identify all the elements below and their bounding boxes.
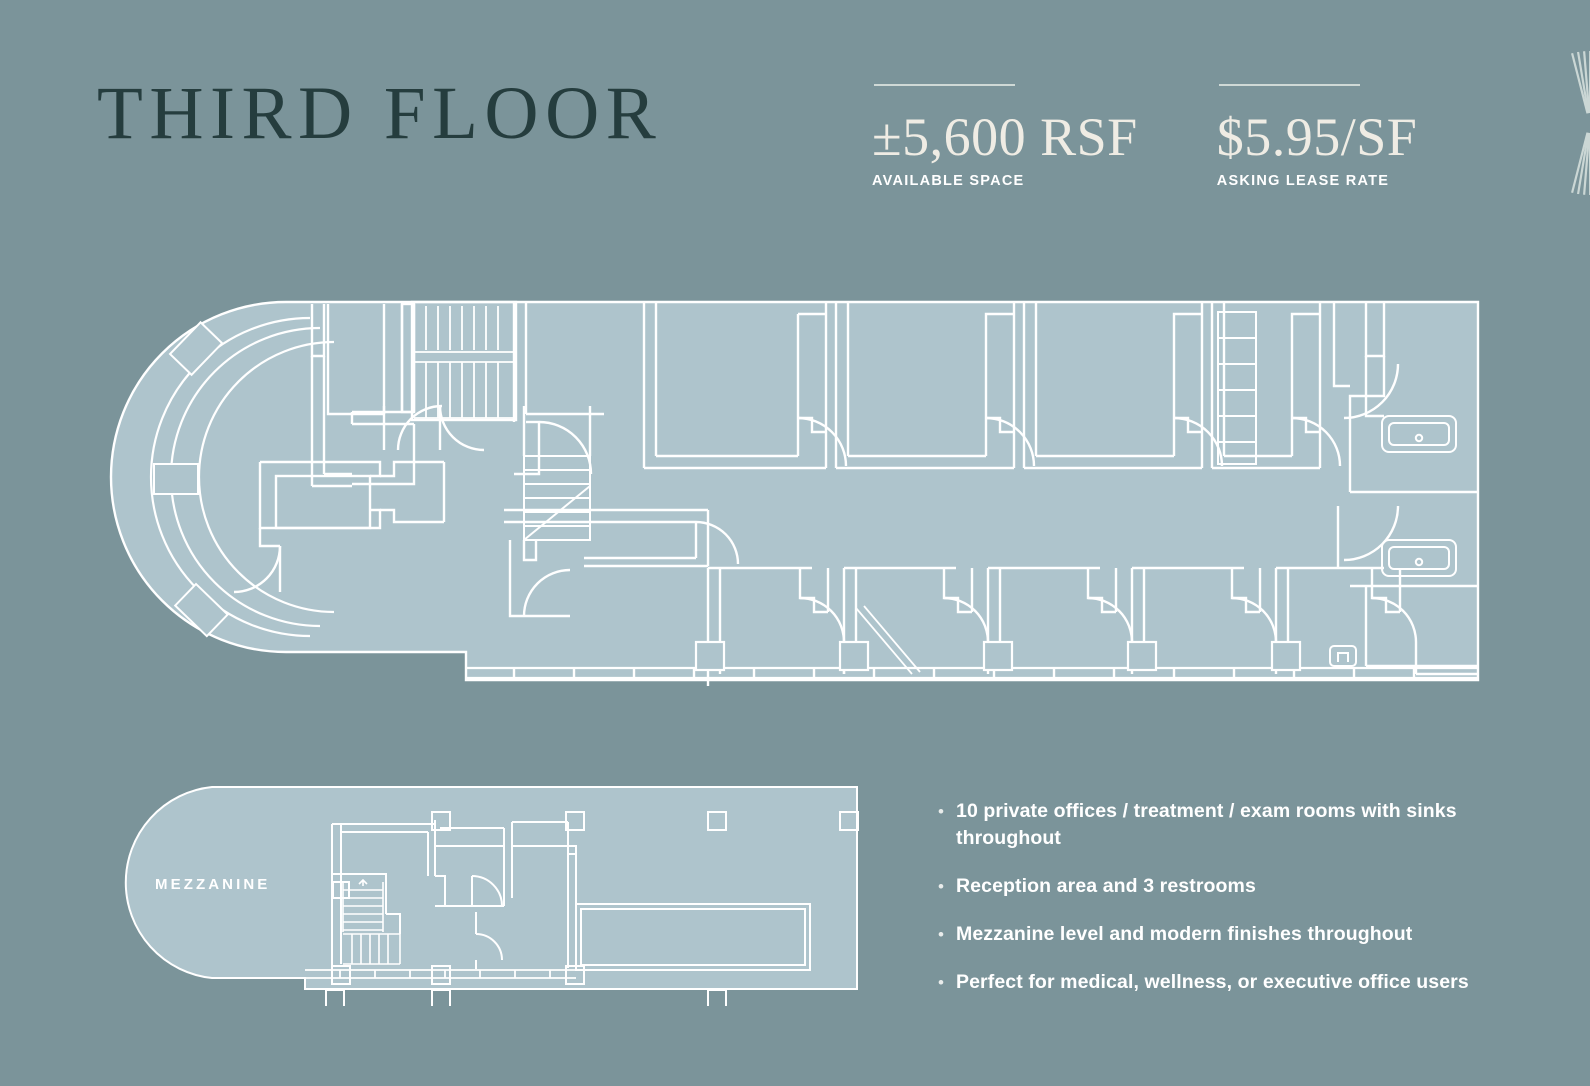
stat-rule [874, 84, 1015, 86]
feature-text: Mezzanine level and modern finishes thro… [956, 923, 1413, 945]
feature-text: 10 private offices / treatment / exam ro… [956, 800, 1457, 849]
mezz-open-area [575, 903, 811, 971]
list-item: • Reception area and 3 restrooms [938, 873, 1498, 900]
curtain-wall-mullions [153, 320, 230, 638]
stat-asking-lease-rate: $5.95/SF ASKING LEASE RATE [1217, 84, 1418, 189]
sunburst-icon [1571, 50, 1590, 196]
stat-rule [1218, 84, 1360, 86]
mezz-walls [331, 820, 577, 972]
stat-available-space: ±5,600 RSF AVAILABLE SPACE [872, 84, 1138, 189]
feature-list: • 10 private offices / treatment / exam … [938, 798, 1498, 996]
stat-label: ASKING LEASE RATE [1216, 173, 1390, 189]
feature-text: Perfect for medical, wellness, or execut… [956, 971, 1469, 993]
mezzanine-label: MEZZANINE [155, 876, 271, 893]
plan-interior-walls [310, 300, 1342, 488]
bottom-curtain-wall [466, 666, 1478, 680]
list-item: • Mezzanine level and modern finishes th… [938, 921, 1498, 948]
feature-text: Reception area and 3 restrooms [956, 875, 1256, 897]
third-floor-plan [109, 300, 1480, 686]
bullet-icon: • [938, 877, 944, 896]
reception-area [233, 404, 592, 618]
list-item: • Perfect for medical, wellness, or exec… [938, 969, 1498, 996]
stats-row: ±5,600 RSF AVAILABLE SPACE $5.95/SF ASKI… [872, 84, 1417, 189]
bullet-icon: • [938, 973, 944, 992]
restroom-block [1332, 302, 1478, 588]
stat-value: ±5,600 RSF [872, 107, 1138, 167]
stat-label: AVAILABLE SPACE [872, 173, 1025, 189]
bullet-icon: • [938, 925, 944, 944]
bottom-sink-fixture [1329, 645, 1357, 667]
stat-value: $5.95/SF [1216, 107, 1418, 167]
structural-columns [694, 640, 1302, 672]
mezz-columns [325, 811, 859, 1006]
mezzanine-plan [124, 786, 859, 1006]
bullet-icon: • [938, 802, 944, 821]
mezz-body [124, 786, 858, 990]
list-item: • 10 private offices / treatment / exam … [938, 798, 1498, 852]
restroom-fixtures [1381, 415, 1457, 577]
page-title: THIRD FLOOR [97, 72, 663, 155]
